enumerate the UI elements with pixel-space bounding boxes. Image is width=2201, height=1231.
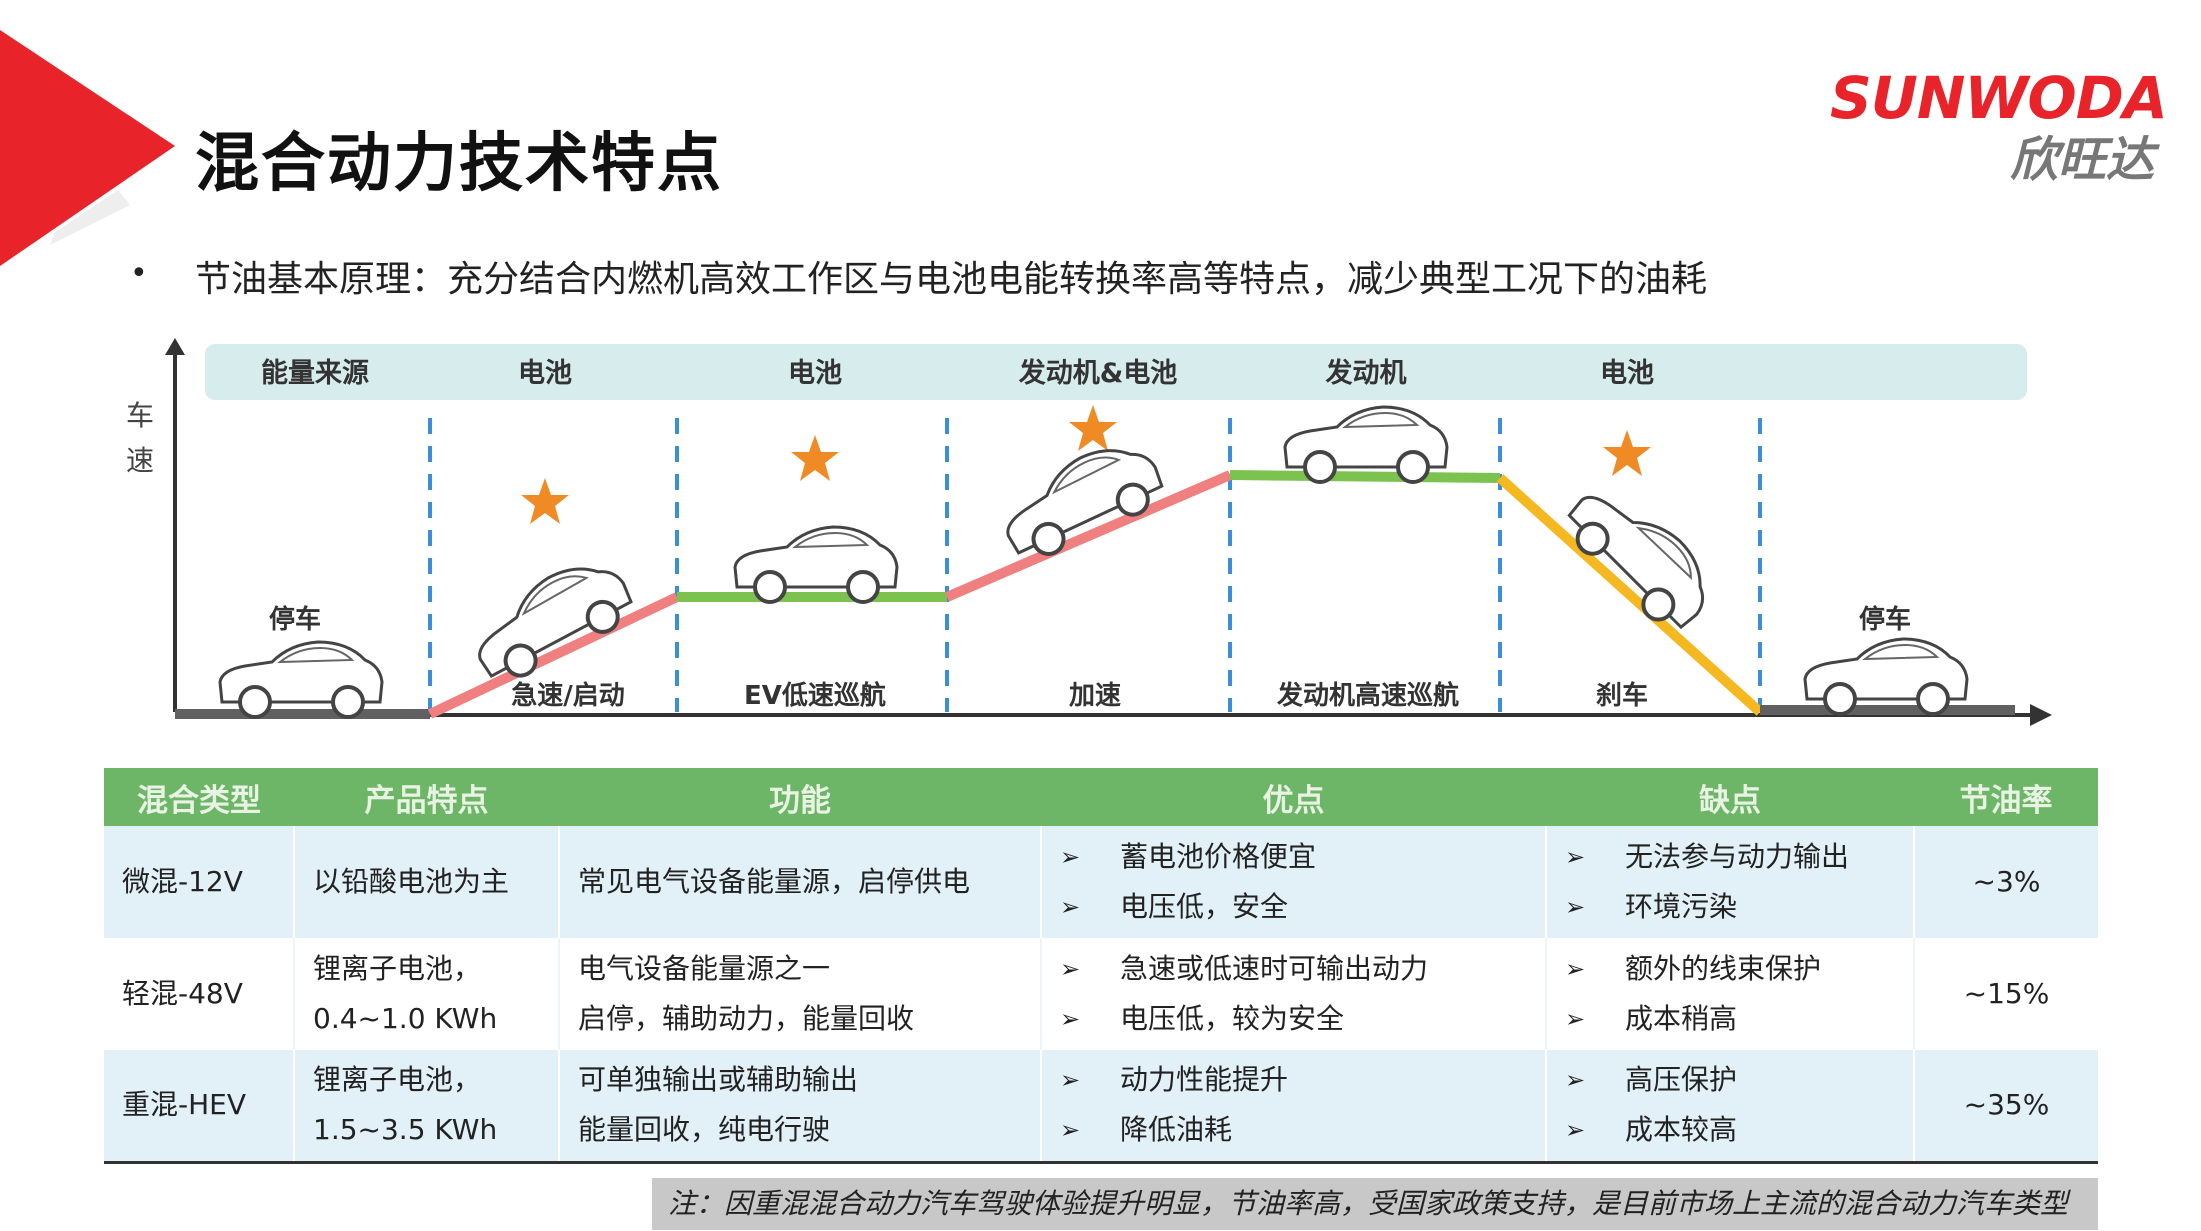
stage-label: 加速 bbox=[1069, 681, 1121, 711]
corner-decoration bbox=[0, 30, 175, 266]
arrow-bullet-icon: ➢ bbox=[1060, 955, 1081, 983]
stage-label: 刹车 bbox=[1596, 680, 1648, 711]
type-cell: 重混-HEV bbox=[104, 1050, 294, 1164]
arrow-bullet-icon: ➢ bbox=[1060, 1066, 1081, 1095]
car-icon bbox=[218, 640, 384, 719]
cons-cell: ➢无法参与动力输出 ➢环境污染 bbox=[1545, 826, 1914, 938]
arrow-bullet-icon: ➢ bbox=[1565, 955, 1586, 983]
hybrid-drive-diagram: 能量来源 电池 电池 发动机&电池 发动机 电池 车 速 bbox=[126, 338, 2052, 726]
source-label: 发动机&电池 bbox=[1018, 357, 1178, 389]
source-label: 发动机 bbox=[1325, 357, 1407, 389]
star-icon bbox=[1069, 405, 1117, 451]
bullet-icon: • bbox=[130, 256, 148, 291]
rate-cell: ~3% bbox=[1913, 826, 2098, 938]
arrow-bullet-icon: ➢ bbox=[1565, 1005, 1586, 1033]
type-cell: 轻混-48V bbox=[104, 938, 294, 1050]
stage-dividers bbox=[428, 418, 1762, 712]
function-cell: 常见电气设备能量源，启停供电 bbox=[558, 826, 1041, 938]
feature-cell: 以铅酸电池为主 bbox=[293, 826, 559, 938]
function-cell: 可单独输出或辅助输出能量回收，纯电行驶 bbox=[558, 1050, 1041, 1164]
energy-source-header: 能量来源 bbox=[261, 357, 369, 389]
footnote: 注：因重混混合动力汽车驾驶体验提升明显，节油率高，受国家政策支持，是目前市场上主… bbox=[652, 1178, 2098, 1230]
car-icon bbox=[1283, 405, 1449, 484]
column-header: 混合类型 bbox=[104, 768, 294, 826]
table-row: 重混-HEV 锂离子电池，1.5~3.5 KWh 可单独输出或辅助输出能量回收，… bbox=[104, 1050, 2098, 1164]
car-icon bbox=[1803, 637, 1969, 716]
source-label: 电池 bbox=[1600, 358, 1654, 389]
logo-sunwoda: SUNWODA bbox=[1830, 64, 2168, 132]
feature-cell: 锂离子电池，1.5~3.5 KWh bbox=[293, 1050, 559, 1164]
brake-segment bbox=[1496, 474, 1764, 716]
column-header: 功能 bbox=[559, 768, 1041, 826]
stage-label: 停车 bbox=[269, 604, 321, 635]
cons-cell: ➢高压保护 ➢成本较高 bbox=[1545, 1050, 1914, 1164]
car-icon bbox=[462, 548, 640, 690]
arrow-bullet-icon: ➢ bbox=[1565, 893, 1586, 921]
pros-cell: ➢急速或低速时可输出动力 ➢电压低，较为安全 bbox=[1040, 938, 1546, 1050]
star-icon bbox=[791, 435, 839, 481]
stage-label: 发动机高速巡航 bbox=[1276, 680, 1459, 711]
arrow-bullet-icon: ➢ bbox=[1060, 843, 1081, 871]
pros-cell: ➢动力性能提升 ➢降低油耗 bbox=[1040, 1050, 1546, 1164]
logo-chinese: 欣旺达 bbox=[2010, 132, 2155, 188]
column-header: 优点 bbox=[1041, 768, 1546, 826]
page-title: 混合动力技术特点 bbox=[195, 127, 723, 201]
arrow-bullet-icon: ➢ bbox=[1565, 843, 1586, 871]
arrow-bullet-icon: ➢ bbox=[1565, 1116, 1586, 1145]
feature-cell: 锂离子电池，0.4~1.0 KWh bbox=[293, 938, 559, 1050]
stage-label: EV低速巡航 bbox=[744, 680, 886, 711]
y-axis-label: 速 bbox=[126, 444, 154, 477]
y-axis-label: 车 bbox=[126, 399, 154, 432]
car-icon bbox=[733, 525, 899, 604]
star-icon bbox=[1603, 430, 1651, 476]
table-header-row: 混合类型 产品特点 功能 优点 缺点 节油率 bbox=[104, 768, 2098, 826]
accel-segment bbox=[427, 592, 680, 719]
x-axis-arrow bbox=[2030, 704, 2052, 726]
principle-text: 节油基本原理：充分结合内燃机高效工作区与电池电能转换率高等特点，减少典型工况下的… bbox=[195, 259, 1708, 300]
column-header: 产品特点 bbox=[294, 768, 559, 826]
stage-label: 急速/启动 bbox=[511, 680, 625, 711]
rate-cell: ~35% bbox=[1913, 1050, 2098, 1164]
star-icon bbox=[521, 478, 569, 524]
column-header: 节油率 bbox=[1914, 768, 2098, 826]
function-cell: 电气设备能量源之一启停，辅助动力，能量回收 bbox=[558, 938, 1041, 1050]
pros-cell: ➢蓄电池价格便宜 ➢电压低，安全 bbox=[1040, 826, 1546, 938]
source-label: 电池 bbox=[518, 358, 572, 389]
arrow-bullet-icon: ➢ bbox=[1060, 1005, 1081, 1033]
table-row: 微混-12V 以铅酸电池为主 常见电气设备能量源，启停供电 ➢蓄电池价格便宜 ➢… bbox=[104, 826, 2098, 938]
car-icon bbox=[989, 428, 1172, 570]
arrow-bullet-icon: ➢ bbox=[1060, 1116, 1081, 1145]
cons-cell: ➢额外的线束保护 ➢成本稍高 bbox=[1545, 938, 1914, 1050]
rate-cell: ~15% bbox=[1913, 938, 2098, 1050]
accel-segment bbox=[945, 470, 1232, 602]
energy-source-band bbox=[205, 344, 2027, 400]
y-axis-arrow bbox=[165, 338, 185, 355]
stage-label: 停车 bbox=[1859, 604, 1911, 635]
type-cell: 微混-12V bbox=[104, 826, 294, 938]
hybrid-comparison-table: 混合类型 产品特点 功能 优点 缺点 节油率 微混-12V 以铅酸电池为主 常见… bbox=[104, 768, 2098, 1164]
column-header: 缺点 bbox=[1546, 768, 1914, 826]
arrow-bullet-icon: ➢ bbox=[1060, 893, 1081, 921]
cruise-segment bbox=[1229, 470, 1501, 483]
arrow-bullet-icon: ➢ bbox=[1565, 1066, 1586, 1095]
table-row: 轻混-48V 锂离子电池，0.4~1.0 KWh 电气设备能量源之一启停，辅助动… bbox=[104, 938, 2098, 1050]
source-label: 电池 bbox=[788, 358, 842, 389]
